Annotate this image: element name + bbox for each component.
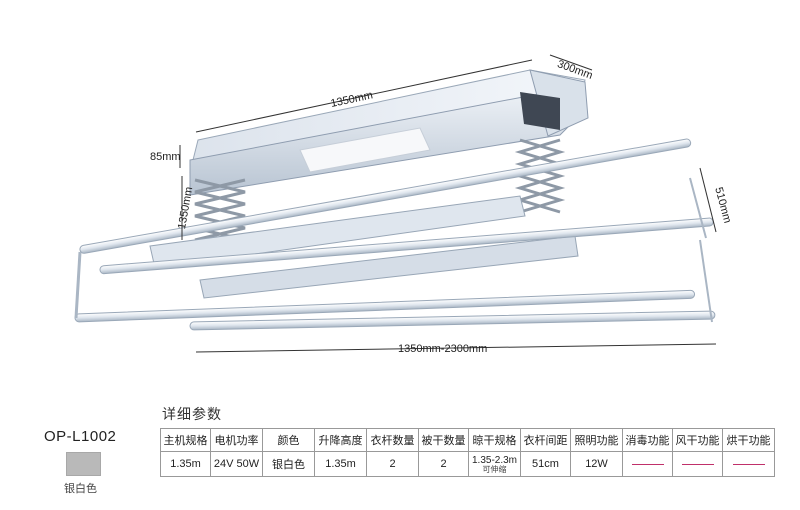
product-illustration: 1350mm 300mm 85mm 1350mm 510mm 1350mm-23… — [74, 54, 733, 355]
lower-beam — [199, 235, 579, 299]
dim-height-box: 85mm — [150, 151, 181, 163]
dim-rack-depth: 510mm — [712, 186, 733, 225]
dash-mark — [631, 463, 664, 465]
header-cell: 衣杆数量 — [366, 428, 419, 452]
spec-value-row: 1.35m 24V 50W 银白色 1.35m 2 2 1.35-2.3m 可伸… — [160, 451, 775, 477]
value-host: 1.35m — [160, 451, 211, 477]
header-cell: 颜色 — [262, 428, 315, 452]
dash-mark — [681, 463, 714, 465]
value-dry-spec: 1.35-2.3m 可伸缩 — [468, 451, 521, 477]
value-dry-spec-sub: 可伸缩 — [482, 464, 507, 474]
header-cell: 晾干规格 — [468, 428, 521, 452]
dim-lift: 1350mm — [176, 186, 195, 230]
color-swatch-label: 银白色 — [64, 483, 97, 495]
value-color: 银白色 — [262, 451, 315, 477]
spec-table: 主机规格 电机功率 颜色 升降高度 衣杆数量 被干数量 晾干规格 衣杆间距 照明… — [160, 428, 775, 477]
value-light: 12W — [570, 451, 623, 477]
value-air-dry — [672, 451, 723, 477]
header-cell: 烘干功能 — [722, 428, 775, 452]
scissor-lift-right — [514, 138, 566, 214]
header-cell: 主机规格 — [160, 428, 211, 452]
header-cell: 被干数量 — [418, 428, 469, 452]
value-rods: 2 — [366, 451, 419, 477]
upper-beam — [149, 195, 526, 269]
header-cell: 风干功能 — [672, 428, 723, 452]
header-cell: 电机功率 — [210, 428, 263, 452]
value-quilt: 2 — [418, 451, 469, 477]
dimension-lines — [179, 54, 717, 353]
value-sterilize — [622, 451, 673, 477]
value-heat-dry — [722, 451, 775, 477]
value-motor: 24V 50W — [210, 451, 263, 477]
header-cell: 衣杆间距 — [520, 428, 571, 452]
drying-rods — [74, 138, 716, 331]
dim-extend-range: 1350mm-2300mm — [398, 343, 487, 355]
spec-title: 详细参数 — [162, 406, 222, 422]
value-dry-spec-main: 1.35-2.3m — [471, 454, 518, 466]
header-cell: 消毒功能 — [622, 428, 673, 452]
spec-header-row: 主机规格 电机功率 颜色 升降高度 衣杆数量 被干数量 晾干规格 衣杆间距 照明… — [160, 428, 775, 452]
color-swatch — [66, 452, 101, 476]
header-cell: 升降高度 — [314, 428, 367, 452]
header-cell: 照明功能 — [570, 428, 623, 452]
model-number: OP-L1002 — [44, 428, 117, 445]
value-lift: 1.35m — [314, 451, 367, 477]
ceiling-unit — [189, 69, 589, 196]
value-spacing: 51cm — [520, 451, 571, 477]
dash-mark — [732, 463, 765, 465]
